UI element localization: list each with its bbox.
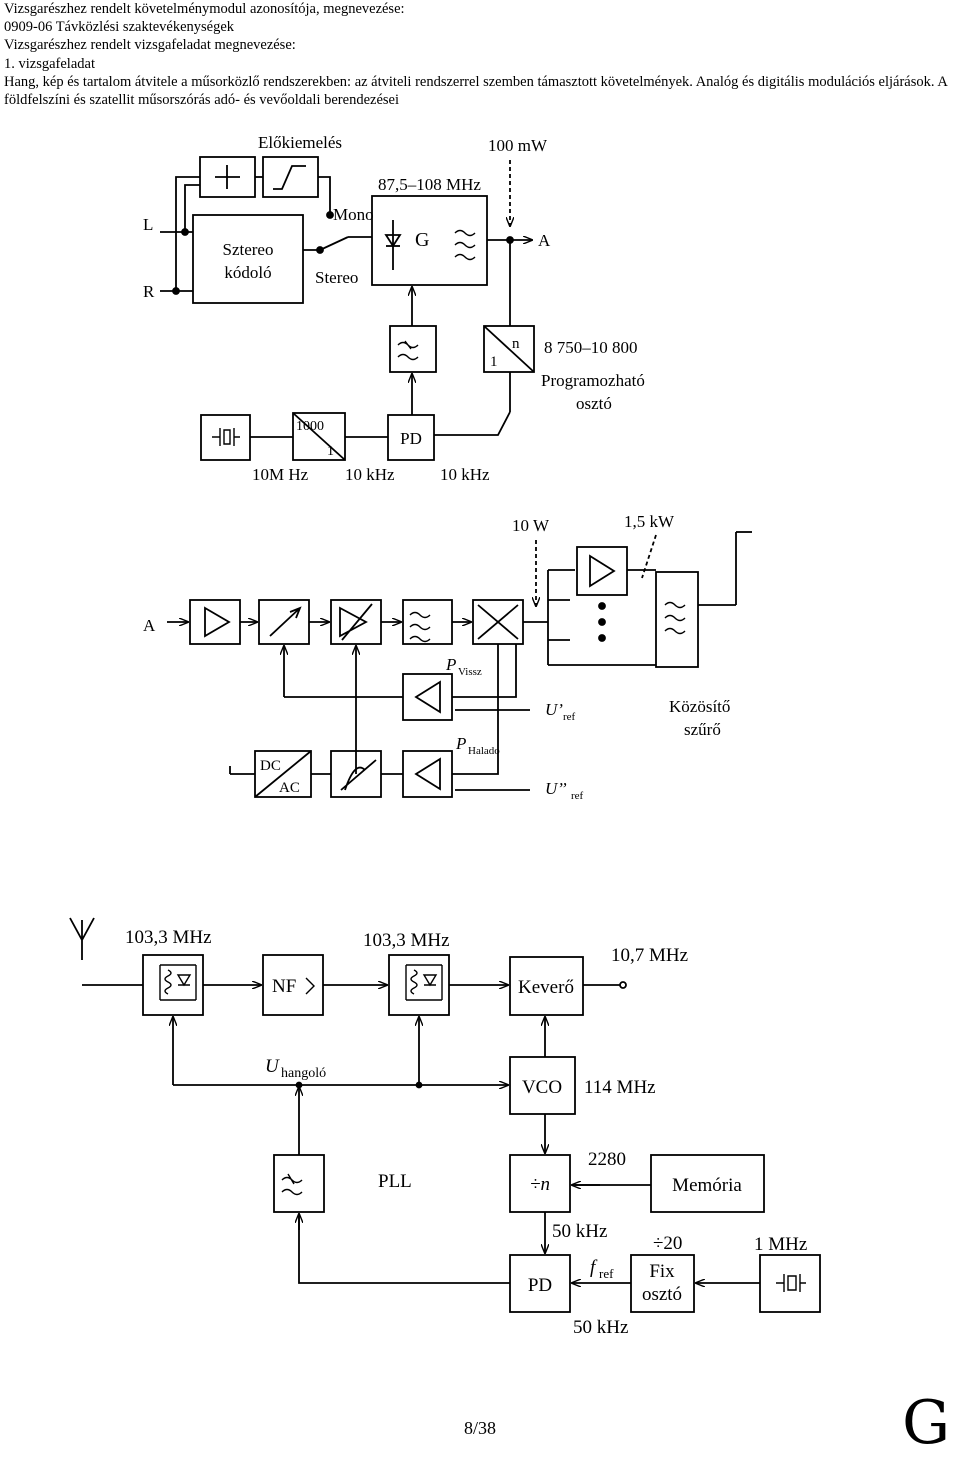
label-dc: DC bbox=[260, 758, 281, 774]
label-10khz-a: 10 kHz bbox=[345, 465, 395, 484]
power-amplifier-labels: 10 W 1,5 kW A P Vissz U’ ref P Halado U’… bbox=[143, 512, 730, 802]
label-1000-1: 1 bbox=[327, 444, 334, 459]
label-g: G bbox=[415, 229, 429, 251]
label-sztereo: Sztereo bbox=[223, 240, 274, 259]
prog-divider-block bbox=[483, 325, 535, 373]
label-kodolo: kódoló bbox=[224, 263, 271, 282]
label-103-3mhz-a: 103,3 MHz bbox=[125, 927, 212, 948]
label-2280: 2280 bbox=[588, 1149, 626, 1170]
label-szuro: szűrő bbox=[684, 720, 721, 739]
label-r: R bbox=[143, 282, 155, 301]
label-div-1: 1 bbox=[490, 354, 498, 370]
header-line-2: 0909-06 Távközlési szaktevékenységek bbox=[4, 19, 235, 36]
label-100mw: 100 mW bbox=[488, 136, 548, 155]
fm-transmitter-diagram bbox=[160, 156, 535, 461]
label-a-out: A bbox=[538, 231, 551, 250]
label-memoria: Memória bbox=[672, 1175, 742, 1196]
page-header: Vizsgarészhez rendelt követelménymodul a… bbox=[4, 0, 954, 109]
label-freq-range: 87,5–108 MHz bbox=[378, 175, 481, 194]
power-amplifier-diagram bbox=[167, 531, 752, 798]
fm-transmitter-labels: Előkiemelés 100 mW 87,5–108 MHz Mono Ste… bbox=[143, 133, 645, 484]
label-a-in: A bbox=[143, 616, 156, 635]
label-kevero: Keverő bbox=[518, 977, 574, 998]
label-kozosito: Közösítő bbox=[669, 697, 730, 716]
label-uref2-sub: ref bbox=[571, 790, 584, 802]
label-oszto: osztó bbox=[576, 394, 612, 413]
label-10khz-b: 10 kHz bbox=[440, 465, 490, 484]
label-uref1: U’ bbox=[545, 700, 563, 719]
label-pd1: PD bbox=[400, 429, 422, 448]
label-50khz-a: 50 kHz bbox=[552, 1221, 607, 1242]
label-ac: AC bbox=[279, 780, 300, 796]
label-10mhz: 10M Hz bbox=[252, 465, 309, 484]
label-vco: VCO bbox=[522, 1077, 562, 1098]
label-10w: 10 W bbox=[512, 516, 550, 535]
label-range: 8 750–10 800 bbox=[544, 338, 638, 357]
label-uref1-sub: ref bbox=[563, 711, 576, 723]
label-fref: f bbox=[590, 1257, 598, 1278]
label-u: U bbox=[265, 1056, 280, 1077]
filter-block bbox=[389, 325, 437, 373]
label-nf: NF bbox=[272, 976, 296, 997]
plus-icon bbox=[215, 165, 240, 189]
label-stereo: Stereo bbox=[315, 268, 358, 287]
crystal-block bbox=[200, 414, 251, 461]
label-p-vissz: P bbox=[445, 655, 456, 674]
label-50khz-b: 50 kHz bbox=[573, 1317, 628, 1338]
label-div-n3: ÷n bbox=[530, 1174, 550, 1195]
label-l: L bbox=[143, 215, 153, 234]
label-div20: ÷20 bbox=[653, 1233, 682, 1254]
label-mono: Mono bbox=[333, 205, 374, 224]
label-1-5kw: 1,5 kW bbox=[624, 512, 675, 531]
label-p-vissz-sub: Vissz bbox=[458, 666, 482, 678]
label-elokiemeles: Előkiemelés bbox=[258, 133, 342, 152]
header-line-3: Vizsgarészhez rendelt vizsgafeladat megn… bbox=[4, 37, 296, 54]
header-line-4: 1. vizsgafeladat bbox=[4, 55, 95, 72]
label-programozhato: Programozható bbox=[541, 371, 645, 390]
label-fix: Fix bbox=[649, 1261, 675, 1282]
handwritten-mark: G bbox=[902, 1388, 950, 1458]
fm-receiver-diagram bbox=[69, 917, 821, 1313]
label-fref-sub: ref bbox=[599, 1266, 614, 1281]
label-p-halado-sub: Halado bbox=[468, 745, 500, 757]
label-uref2: U’’ bbox=[545, 779, 567, 798]
label-p-halado: P bbox=[455, 734, 466, 753]
antenna-icon bbox=[69, 917, 95, 960]
label-pll: PLL bbox=[378, 1171, 412, 1192]
label-1000: 1000 bbox=[296, 419, 324, 434]
label-div-n: n bbox=[512, 336, 520, 352]
label-pd3: PD bbox=[528, 1275, 552, 1296]
label-103-3mhz-b: 103,3 MHz bbox=[363, 930, 450, 951]
preemphasis-curve-icon bbox=[273, 165, 306, 190]
header-line-5: Hang, kép és tartalom átvitele a műsorkö… bbox=[4, 73, 947, 109]
label-114mhz: 114 MHz bbox=[584, 1077, 656, 1098]
fm-receiver-labels: 103,3 MHz 103,3 MHz 10,7 MHz NF Keverő U… bbox=[125, 927, 807, 1338]
preemphasis-block bbox=[262, 156, 319, 198]
label-oszto3: osztó bbox=[642, 1284, 682, 1305]
label-u-sub: hangoló bbox=[281, 1066, 326, 1081]
label-1mhz: 1 MHz bbox=[754, 1234, 807, 1255]
stereo-coder-block bbox=[192, 214, 304, 304]
page-number: 8/38 bbox=[463, 1418, 496, 1438]
crystal-icon bbox=[212, 428, 240, 446]
label-10-7mhz: 10,7 MHz bbox=[611, 945, 688, 966]
header-line-1: Vizsgarészhez rendelt követelménymodul a… bbox=[4, 1, 405, 17]
